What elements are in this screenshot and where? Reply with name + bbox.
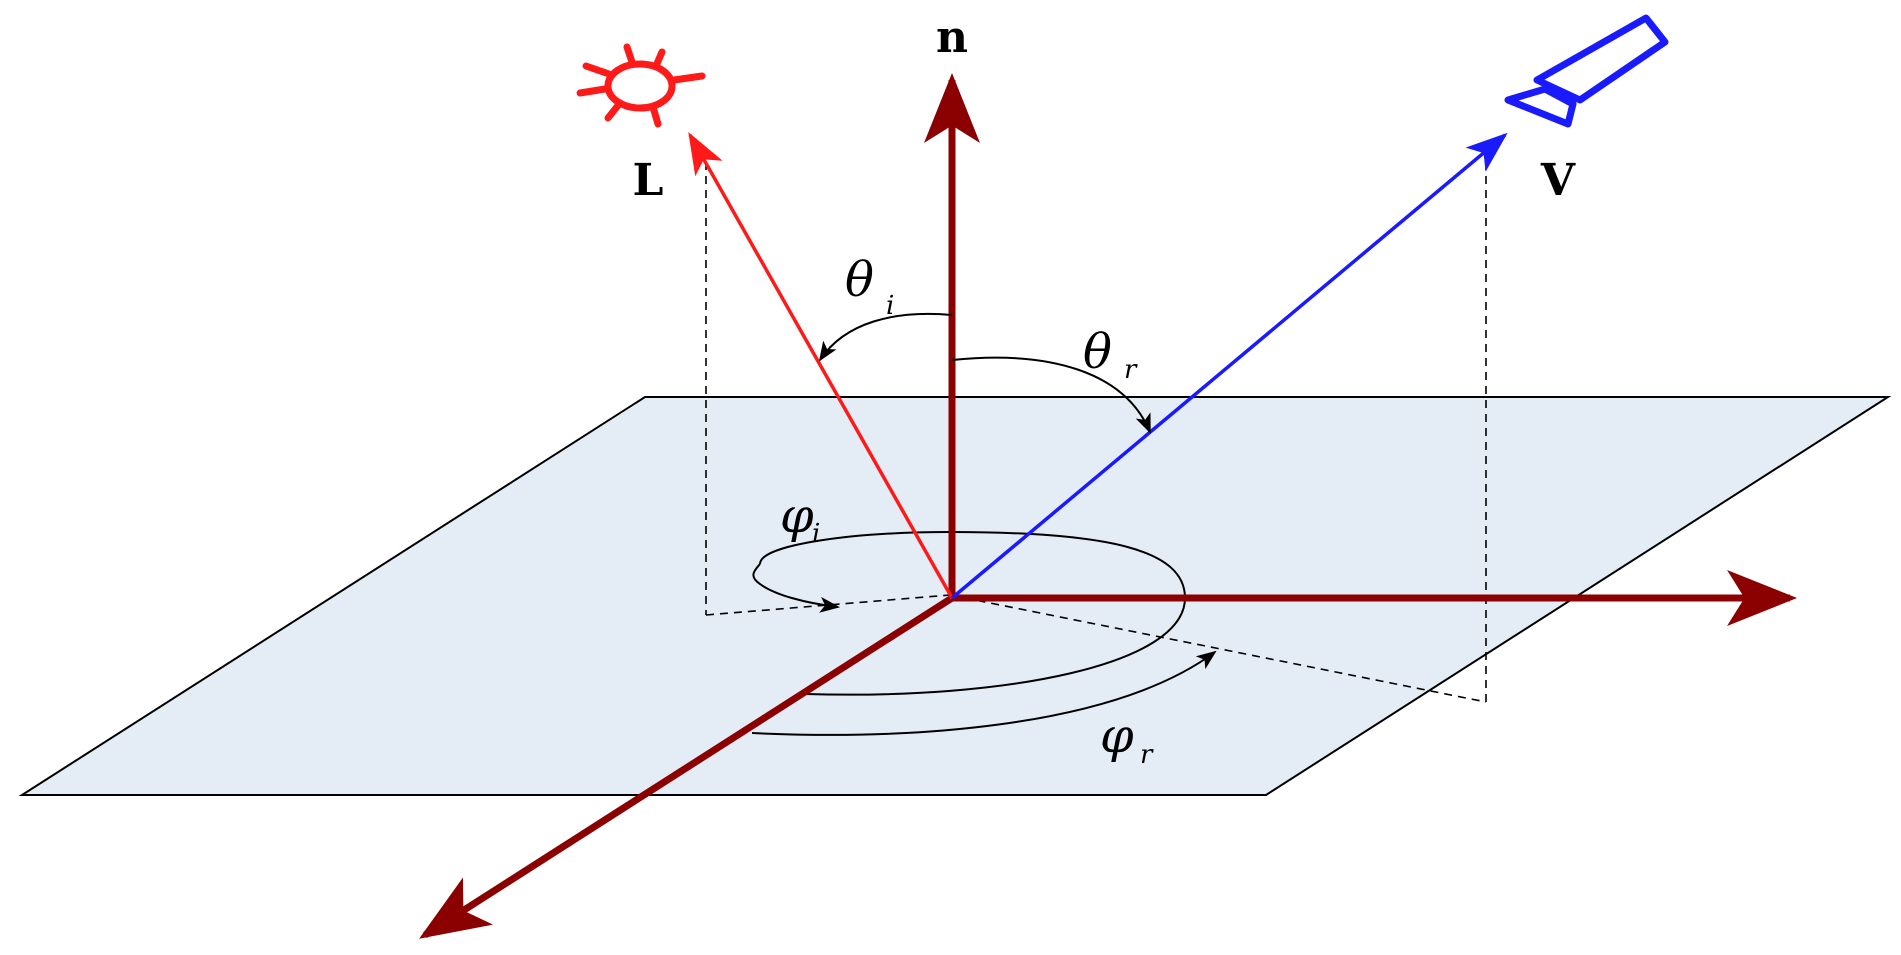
svg-text:θ: θ: [845, 252, 874, 308]
theta-r-arc: [951, 356, 1151, 434]
coordinate-axes: [419, 73, 1797, 939]
svg-text:r: r: [1124, 355, 1138, 385]
y-axis: [419, 595, 954, 939]
sun-icon: [576, 43, 706, 128]
projection-lines: [705, 162, 1487, 703]
phi-i-label: φ i: [780, 488, 820, 549]
theta-i-arc: [818, 312, 953, 362]
svg-text:θ: θ: [1083, 324, 1112, 380]
view-projection-ground: [949, 594, 1487, 703]
phi-r-label: φ r: [1100, 708, 1154, 770]
phi-i-arc: [752, 563, 840, 613]
svg-text:φ: φ: [1100, 708, 1134, 764]
light-label: L: [633, 155, 664, 206]
svg-text:r: r: [1140, 740, 1154, 770]
camera-icon: [1504, 14, 1669, 128]
theta-i-label: θ i: [845, 252, 894, 321]
svg-text:φ: φ: [780, 488, 814, 544]
azimuth-ellipse: [759, 530, 1187, 696]
theta-r-label: θ r: [1083, 324, 1138, 385]
svg-text:i: i: [886, 291, 894, 321]
svg-text:i: i: [812, 519, 820, 549]
light-vector: [688, 131, 954, 599]
view-vector: [950, 132, 1508, 600]
view-label: V: [1540, 155, 1576, 206]
normal-label: n: [936, 12, 968, 63]
phi-r-arc: [751, 650, 1217, 736]
